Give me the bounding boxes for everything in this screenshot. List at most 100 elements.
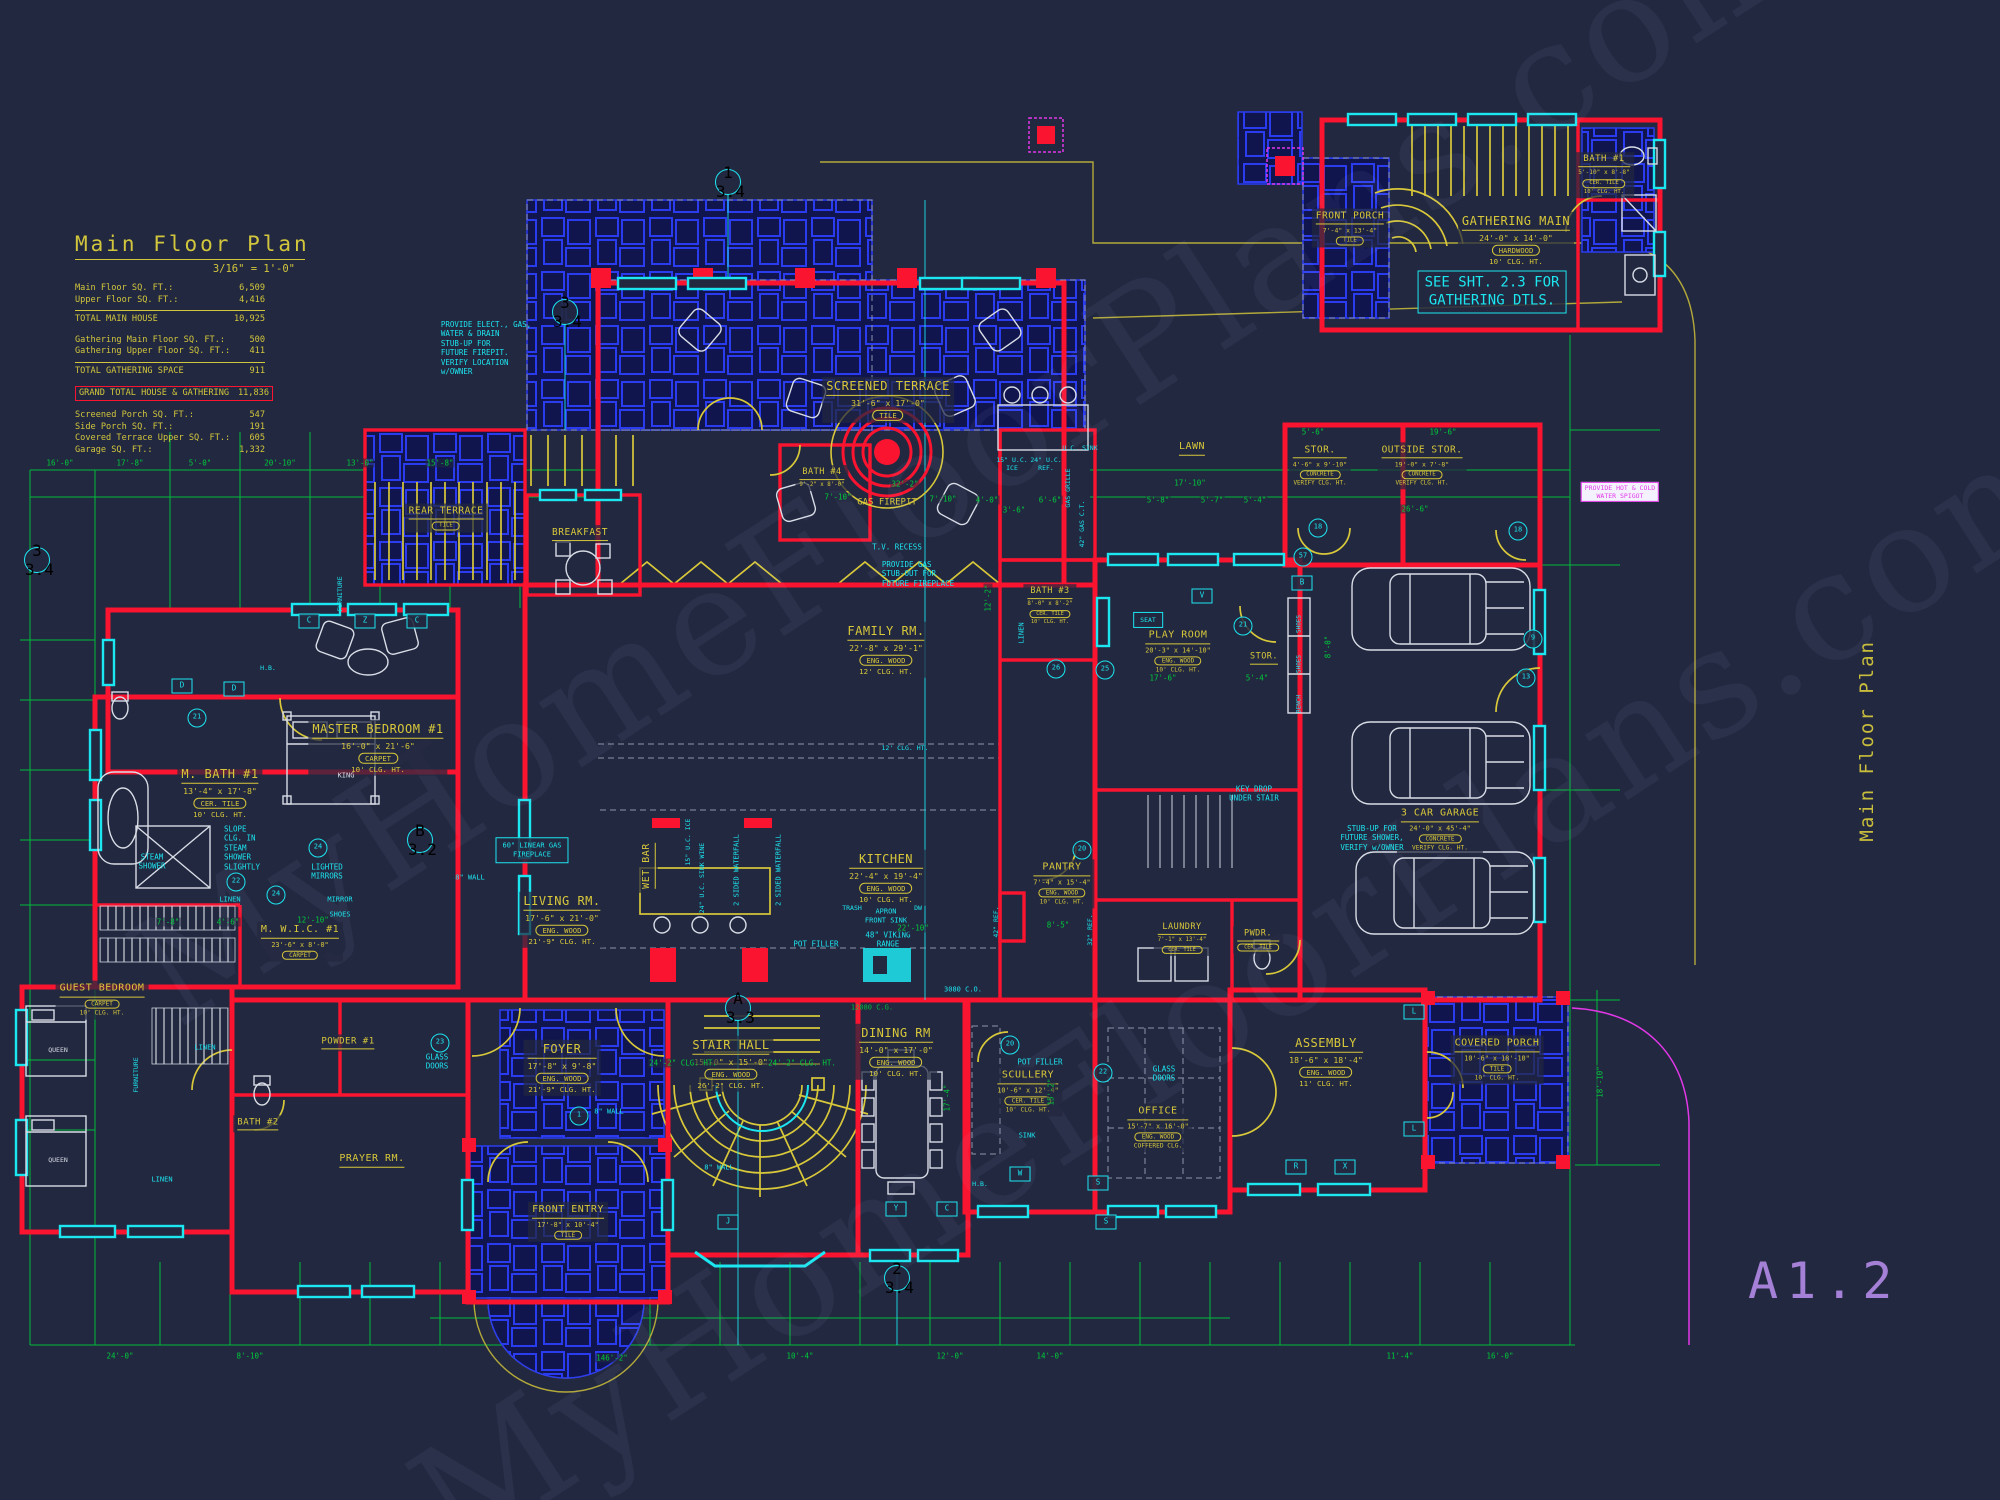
dimension-label: 24'-2" CLG. HT. — [767, 1058, 837, 1068]
dimension-label: 22'-10" — [896, 923, 930, 933]
note: 15" U.C. ICE — [683, 818, 692, 866]
area-label: GRAND TOTAL HOUSE & GATHERING — [79, 387, 230, 398]
rc: 10' CLG. HT. — [1155, 666, 1201, 674]
rf: CER. TILE — [1237, 943, 1279, 952]
area-table-row: Side Porch SQ. FT.:191 — [75, 422, 265, 434]
dimension-label: 10'-4" — [785, 1351, 815, 1361]
area-value: 4,416 — [239, 294, 265, 305]
note: SLOPE CLG. IN STEAM SHOWER SLIGHTLY — [223, 824, 261, 872]
area-label: Gathering Upper Floor SQ. FT.: — [75, 346, 231, 357]
note: FURNITURE — [131, 1057, 140, 1093]
rn: PANTRY — [1033, 861, 1091, 876]
rd: 5'-10" x 8'-8" — [1578, 169, 1630, 177]
room-label: BATH #2 — [233, 1115, 283, 1133]
ma: B — [415, 821, 425, 840]
dimension-label: 20'-10" — [263, 458, 297, 468]
rn: ASSEMBLY — [1289, 1036, 1363, 1053]
note: 60" LINEAR GAS FIREPLACE — [495, 837, 569, 863]
area-value: 11,836 — [237, 387, 269, 398]
rd: 13'-4" x 17'-8" — [183, 785, 257, 796]
rd: 15'-7" x 16'-0" — [1127, 1121, 1189, 1130]
section-cut-lines — [564, 194, 926, 1345]
note: STUB-UP FOR FUTURE SHOWER, VERIFY w/OWNE… — [1340, 823, 1404, 852]
note: PROVIDE GAS STUB-OUT FOR FUTURE FIREPLAC… — [881, 559, 955, 588]
rd: 10'-6" x 18'-10" — [1464, 1053, 1530, 1062]
mb: 3.4 — [885, 1278, 914, 1297]
note: SHOES — [1295, 654, 1303, 674]
reference-bubble: 24 — [266, 885, 286, 905]
rn: REAR TERRACE — [408, 506, 484, 520]
dimension-label: 11'-4" — [1385, 1351, 1415, 1361]
rd: 17'-8" x 9'-8" — [527, 1060, 597, 1071]
rc: 10' CLG. HT. — [1583, 188, 1625, 195]
note: H.B. — [260, 663, 276, 672]
window-tag: V — [1191, 588, 1213, 604]
area-label: TOTAL MAIN HOUSE — [75, 314, 158, 325]
rf: CER. TILE — [1161, 945, 1203, 955]
dimension-label: 5'-4" — [1242, 495, 1268, 505]
note: STEAM SHOWER — [138, 852, 166, 871]
rf: CONCRETE — [1299, 470, 1341, 480]
note: DW — [914, 903, 922, 912]
window-tag: C — [406, 613, 428, 629]
area-label: Side Porch SQ. FT.: — [75, 421, 174, 432]
note: LINEN — [219, 895, 241, 904]
note: POT FILLER — [1017, 1057, 1063, 1067]
note: SINK — [1018, 1131, 1036, 1140]
dimension-label: 13'-0" — [345, 458, 375, 468]
area-label: Gathering Main Floor SQ. FT.: — [75, 334, 226, 345]
rn: BATH #4 — [799, 467, 845, 480]
gas-firepit — [830, 395, 944, 509]
rc: 11' CLG. HT. — [1299, 1078, 1353, 1088]
note: 15" U.C. ICE — [996, 455, 1028, 472]
rf: CARPET — [84, 999, 120, 1009]
rf: CONCRETE — [1418, 834, 1462, 844]
reference-bubble: 25 — [1095, 660, 1115, 680]
room-label: POWDER #1 — [317, 1034, 379, 1052]
dimension-label: 8'-5" — [1045, 920, 1071, 930]
area-table-row: GRAND TOTAL HOUSE & GATHERING 11,836 — [75, 385, 273, 402]
mb: 3.3 — [726, 1008, 755, 1027]
rf: TILE — [872, 410, 904, 422]
rn: OFFICE — [1127, 1105, 1189, 1120]
rf: CONCRETE — [1401, 470, 1443, 480]
rc: 26'-2" CLG. HT. — [697, 1080, 765, 1090]
dimension-label: 5'-8" — [1145, 495, 1171, 505]
rd: 17'-8" x 10'-4" — [537, 1220, 599, 1229]
rc: 10' CLG. HT. — [79, 1009, 125, 1017]
plan-title: Main Floor Plan — [75, 232, 307, 260]
dimension-label: 5'-7" — [1199, 495, 1225, 505]
window-tag: W — [1009, 1166, 1031, 1182]
dimension-label: 7'-8" — [155, 917, 181, 927]
mb: 3.4 — [553, 312, 582, 331]
window-tag: C — [298, 613, 320, 629]
rc: 10' CLG. HT. — [1489, 256, 1543, 266]
rf: TILE — [553, 1230, 583, 1241]
note: KING — [337, 771, 355, 780]
rn: BATH #1 — [1578, 154, 1630, 168]
ma: 3 — [560, 293, 570, 312]
rc: 10' CLG. HT. — [1030, 619, 1070, 626]
window-tag: S — [1095, 1214, 1117, 1230]
note: GAS GRILLE — [1063, 468, 1072, 508]
dimension-label: 17'-8" — [115, 458, 145, 468]
rd: 19'-0" x 7'-8" — [1394, 460, 1450, 469]
rf: CARPET — [358, 752, 398, 764]
rc: VERIFY CLG. HT. — [1293, 480, 1347, 487]
rd: 18'-6" x 18'-4" — [1289, 1054, 1363, 1065]
rc: 12' CLG. HT. — [859, 666, 913, 676]
rc: 10' CLG. HT. — [193, 809, 247, 819]
note: MIRROR — [327, 895, 353, 904]
area-label: Covered Terrace Upper SQ. FT.: — [75, 433, 231, 444]
